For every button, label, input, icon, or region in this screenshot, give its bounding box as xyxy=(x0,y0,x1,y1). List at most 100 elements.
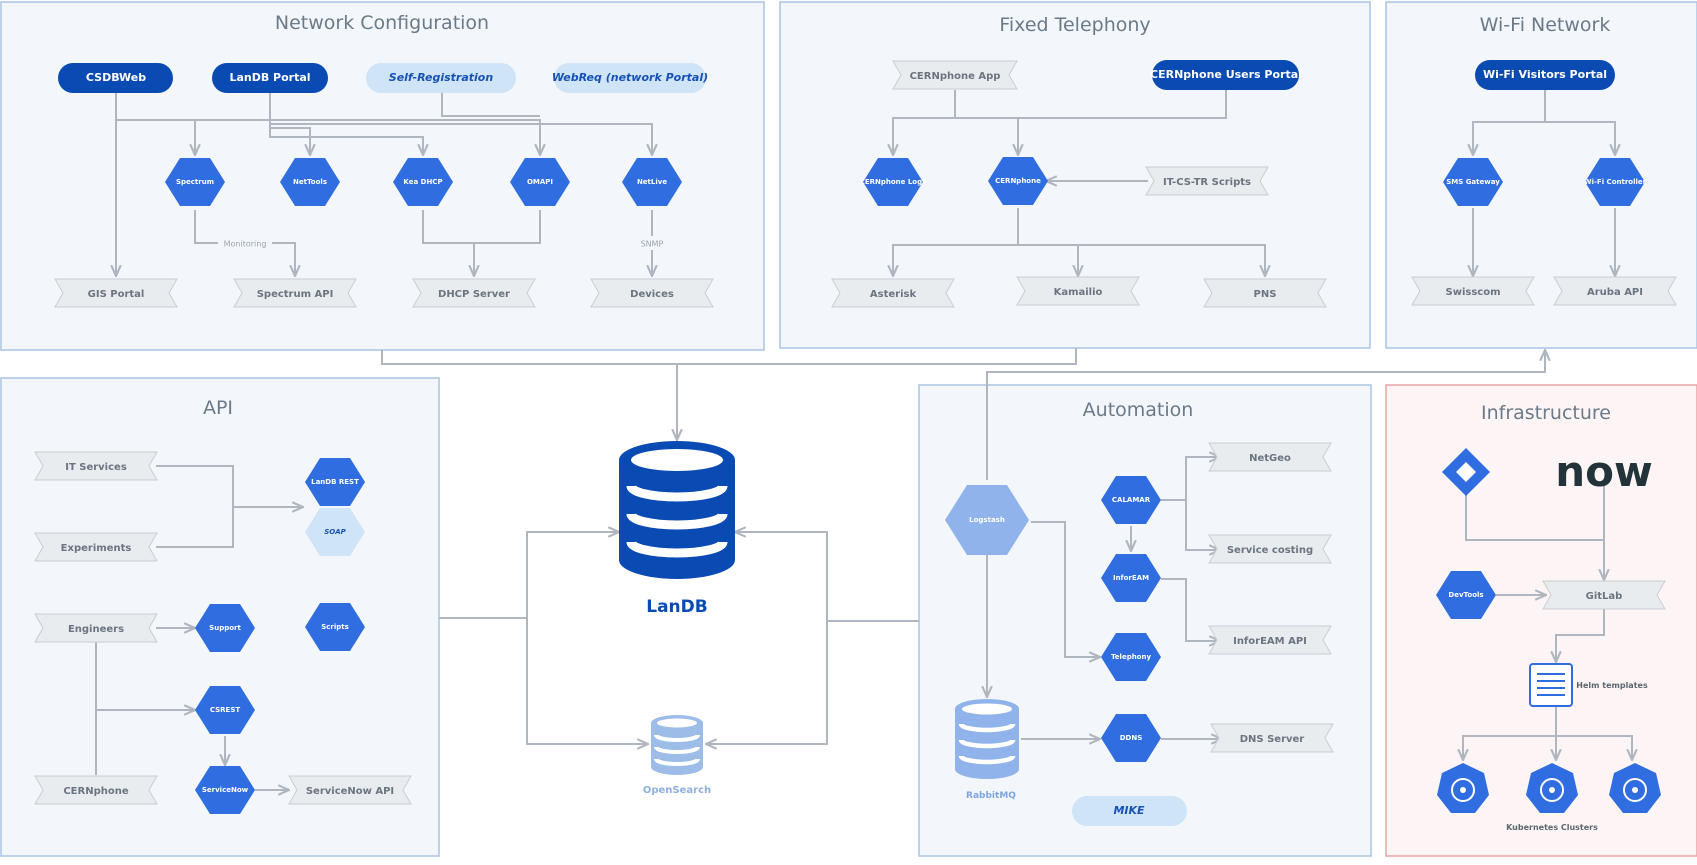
aruba-api-node[interactable]: Aruba API xyxy=(1553,276,1677,306)
scripts-label: Scripts xyxy=(321,623,349,631)
helm-templates-label: Helm templates xyxy=(1576,681,1648,690)
cernphone-app-label: CERNphone App xyxy=(910,71,1001,82)
cernphone-logs-node[interactable]: CERNphone Logs xyxy=(860,158,927,206)
webreq-label: WebReq (network Portal) xyxy=(552,71,708,84)
landb-rest-node[interactable]: LanDB REST xyxy=(305,458,365,506)
engineers-node[interactable]: Engineers xyxy=(34,613,158,643)
dhcp-server-label: DHCP Server xyxy=(438,289,510,300)
devices-node[interactable]: Devices xyxy=(590,278,714,308)
swisscom-label: Swisscom xyxy=(1446,287,1501,298)
kamailio-label: Kamailio xyxy=(1054,287,1103,298)
opensearch-label: OpenSearch xyxy=(643,785,711,796)
servicenow-logo-icon: now xyxy=(1555,447,1653,496)
cernphone-users-portal-label: CERNphone Users Portal xyxy=(1150,68,1302,81)
panel-title: Infrastructure xyxy=(1481,402,1611,424)
spectrum-api-label: Spectrum API xyxy=(257,289,334,300)
cernphone-users-portal-button[interactable]: CERNphone Users Portal xyxy=(1150,60,1302,90)
mike-button[interactable]: MIKE xyxy=(1072,796,1187,826)
dhcp-server-node[interactable]: DHCP Server xyxy=(412,278,536,308)
kubernetes-cluster-icon[interactable] xyxy=(1437,763,1489,813)
opensearch-database-icon[interactable]: OpenSearch xyxy=(643,715,711,796)
api-cernphone-node[interactable]: CERNphone xyxy=(34,775,158,805)
itcs-scripts-label: IT-CS-TR Scripts xyxy=(1163,177,1251,188)
netgeo-node[interactable]: NetGeo xyxy=(1208,442,1332,472)
gis-portal-node[interactable]: GIS Portal xyxy=(54,278,178,308)
monitoring-label: Monitoring xyxy=(224,240,267,249)
dns-server-node[interactable]: DNS Server xyxy=(1210,723,1334,753)
mike-label: MIKE xyxy=(1113,804,1145,817)
kea-dhcp-node[interactable]: Kea DHCP xyxy=(393,158,453,206)
wifi-visitors-portal-button[interactable]: Wi-Fi Visitors Portal xyxy=(1475,60,1615,90)
wifi-visitors-portal-label: Wi-Fi Visitors Portal xyxy=(1483,68,1607,81)
panel-title: Automation xyxy=(1083,399,1194,421)
csdbweb-button[interactable]: CSDBWeb xyxy=(58,63,173,93)
servicenow-label: ServiceNow xyxy=(202,786,249,794)
kubernetes-cluster-icon[interactable] xyxy=(1609,763,1661,813)
csrest-label: CSREST xyxy=(210,706,241,714)
logstash-node[interactable]: Logstash xyxy=(945,485,1029,555)
soap-label: SOAP xyxy=(324,528,346,536)
support-node[interactable]: Support xyxy=(195,604,255,652)
servicenow-logo-text: now xyxy=(1555,447,1653,496)
kubernetes-clusters-label: Kubernetes Clusters xyxy=(1506,823,1598,832)
scripts-node[interactable]: Scripts xyxy=(305,603,365,651)
webreq-button[interactable]: WebReq (network Portal) xyxy=(552,63,708,93)
jira-logo-icon xyxy=(1442,448,1490,496)
cernphone-node[interactable]: CERNphone xyxy=(988,157,1048,205)
dns-server-label: DNS Server xyxy=(1240,734,1305,745)
netlive-node[interactable]: NetLive xyxy=(622,158,682,206)
landb-database-icon[interactable]: LanDB xyxy=(619,441,735,617)
landb-rest-label: LanDB REST xyxy=(311,478,359,486)
spectrum-label: Spectrum xyxy=(176,178,214,186)
it-services-node[interactable]: IT Services xyxy=(34,451,158,481)
service-costing-label: Service costing xyxy=(1227,545,1313,556)
servicenow-node[interactable]: ServiceNow xyxy=(195,766,255,814)
calamar-node[interactable]: CALAMAR xyxy=(1101,476,1161,524)
gitlab-label: GitLab xyxy=(1586,591,1623,602)
servicenow-api-node[interactable]: ServiceNow API xyxy=(288,775,412,805)
csrest-node[interactable]: CSREST xyxy=(195,686,255,734)
landb-portal-button[interactable]: LanDB Portal xyxy=(212,63,328,93)
connectors xyxy=(95,90,1632,790)
infoream-api-node[interactable]: InforEAM API xyxy=(1208,625,1332,655)
telephony-node[interactable]: Telephony xyxy=(1101,633,1161,681)
swisscom-node[interactable]: Swisscom xyxy=(1411,276,1535,306)
nettools-node[interactable]: NetTools xyxy=(280,158,340,206)
spectrum-api-node[interactable]: Spectrum API xyxy=(233,278,357,308)
gitlab-node[interactable]: GitLab xyxy=(1542,580,1666,610)
support-label: Support xyxy=(209,624,241,632)
api-cernphone-label: CERNphone xyxy=(63,786,129,797)
self-registration-button[interactable]: Self-Registration xyxy=(366,63,516,93)
kamailio-node[interactable]: Kamailio xyxy=(1016,276,1140,306)
cernphone-label: CERNphone xyxy=(995,177,1041,185)
panel-title: Network Configuration xyxy=(275,12,489,34)
omapi-node[interactable]: OMAPI xyxy=(510,158,570,206)
snmp-edge-label: SNMP xyxy=(636,236,668,250)
netgeo-label: NetGeo xyxy=(1249,453,1291,464)
service-costing-node[interactable]: Service costing xyxy=(1208,534,1332,564)
ddns-node[interactable]: DDNS xyxy=(1101,714,1161,762)
asterisk-node[interactable]: Asterisk xyxy=(831,278,955,308)
kubernetes-cluster-icon[interactable] xyxy=(1526,763,1578,813)
rabbitmq-database-icon[interactable]: RabbitMQ xyxy=(955,699,1019,801)
telephony-label: Telephony xyxy=(1111,653,1152,661)
devtools-node[interactable]: DevTools xyxy=(1436,571,1496,619)
experiments-node[interactable]: Experiments xyxy=(34,532,158,562)
cernphone-app-node[interactable]: CERNphone App xyxy=(892,60,1018,90)
itcs-scripts-node[interactable]: IT-CS-TR Scripts xyxy=(1145,166,1269,196)
netlive-label: NetLive xyxy=(637,178,667,186)
helm-templates-icon[interactable]: Helm templates xyxy=(1529,663,1648,707)
wifi-controller-node[interactable]: Wi-Fi Controller xyxy=(1584,158,1647,206)
calamar-label: CALAMAR xyxy=(1112,496,1151,504)
sms-gateway-node[interactable]: SMS Gateway xyxy=(1443,158,1503,206)
spectrum-node[interactable]: Spectrum xyxy=(165,158,225,206)
pns-label: PNS xyxy=(1254,289,1277,300)
soap-node[interactable]: SOAP xyxy=(305,508,365,556)
nettools-label: NetTools xyxy=(293,178,327,186)
pns-node[interactable]: PNS xyxy=(1203,278,1327,308)
omapi-label: OMAPI xyxy=(527,178,553,186)
monitoring-edge-label: Monitoring xyxy=(218,236,272,250)
it-services-label: IT Services xyxy=(65,462,127,473)
servicenow-api-label: ServiceNow API xyxy=(306,786,394,797)
infoream-node[interactable]: InforEAM xyxy=(1101,554,1161,602)
